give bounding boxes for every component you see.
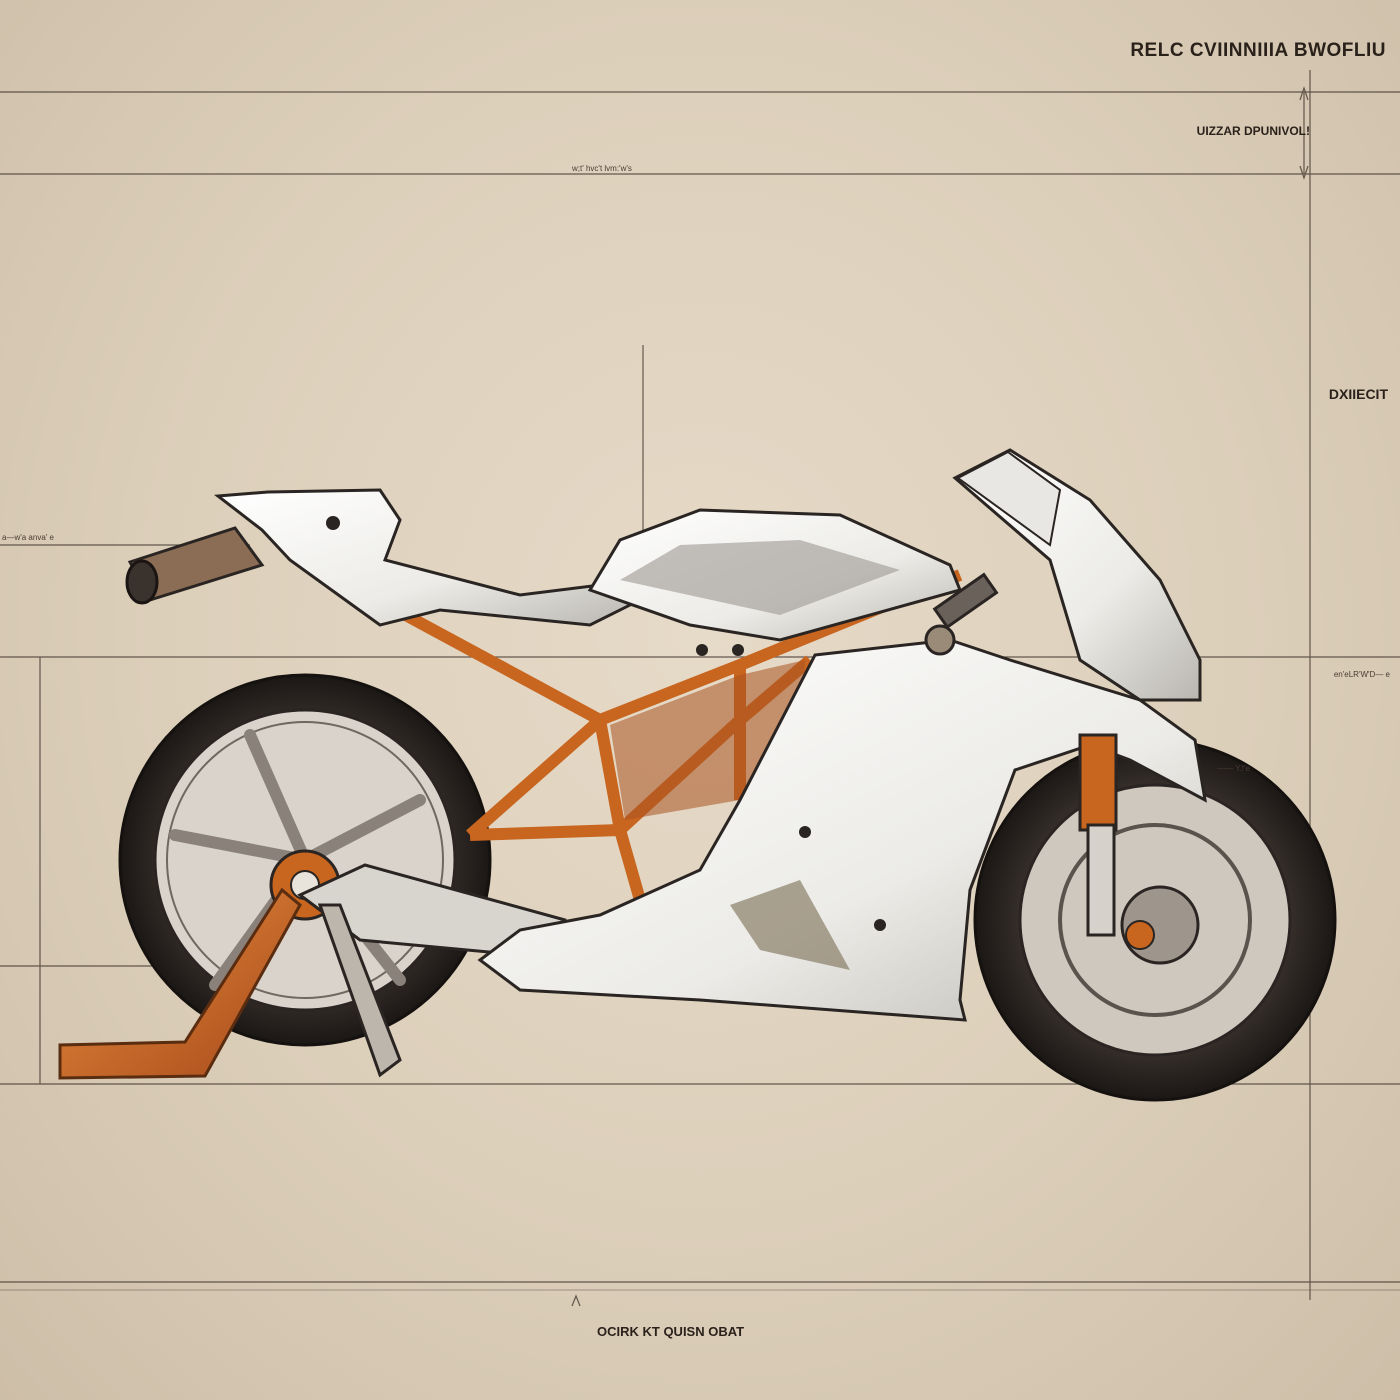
detail-bolts	[326, 516, 886, 931]
annotation-note: —— Y.!'e	[1217, 764, 1250, 773]
fairing-vent	[730, 880, 850, 970]
clip-on-handlebar	[924, 572, 999, 656]
tail-section	[214, 488, 644, 627]
side-label: DXIIECIT	[1328, 386, 1388, 402]
footer-caption: OCIRK KT QUISN OBAT	[597, 1324, 745, 1339]
dimension-arrow	[571, 1294, 581, 1307]
annotation-note: a—w'a anva' e	[2, 533, 54, 542]
tank-panel	[620, 540, 900, 615]
front-wheel	[973, 738, 1337, 1102]
dimension-arrow	[1299, 165, 1309, 180]
rear-wheel	[118, 673, 492, 1047]
front-fork	[1078, 733, 1118, 937]
annotation-note: en'eLR'W'D— e	[1333, 670, 1390, 679]
sheet-subtitle: UIZZAR DPUNIVOL!	[1196, 124, 1310, 138]
annotation-note: w;t' hvc't lvm:'w's	[572, 164, 632, 173]
dimension-arrow	[1299, 86, 1309, 101]
paddock-stand	[58, 887, 302, 1080]
motorcycle-illustration	[58, 448, 1337, 1102]
windscreen	[956, 450, 1062, 547]
stand-leg	[317, 903, 402, 1078]
main-fairing	[477, 638, 1207, 1022]
guide-lines	[0, 70, 1400, 1307]
exhaust-tip	[125, 559, 159, 605]
sheet-title: RELC CVIINNIIIA BWOFLIU	[1130, 40, 1386, 61]
